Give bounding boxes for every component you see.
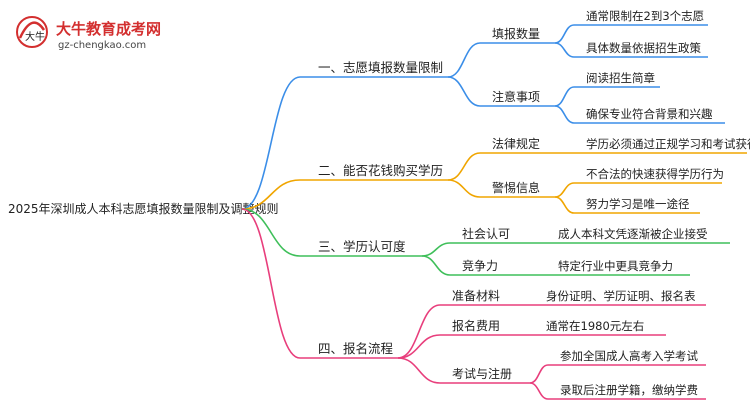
- subtopic-connector: [447, 42, 481, 78]
- leaf-connector: [554, 182, 575, 198]
- leaf-connector: [554, 24, 575, 44]
- logo-url: gz-chengkao.com: [58, 40, 146, 51]
- leaf-topic: 通常限制在2到3个志愿: [586, 9, 704, 23]
- leaf-topic: 成人本科文凭逐渐被企业接受: [558, 227, 708, 241]
- subtopic: 法律规定: [492, 136, 540, 151]
- branch-topic: 三、学历认可度: [318, 239, 406, 254]
- subtopic-connector: [397, 304, 441, 359]
- branch-connector: [241, 208, 301, 257]
- leaf-topic: 特定行业中更具竞争力: [558, 259, 673, 273]
- branch-connector: [241, 208, 301, 359]
- subtopic-connector: [421, 255, 451, 276]
- logo-mark-icon: 大牛: [16, 16, 48, 48]
- leaf-topic: 不合法的快速获得学历行为: [586, 167, 724, 181]
- leaf-connector: [554, 105, 575, 124]
- subtopic-connector: [447, 179, 481, 198]
- subtopic: 考试与注册: [452, 366, 512, 381]
- leaf-connector: [554, 42, 575, 58]
- leaf-topic: 学历必须通过正规学习和考试获得: [586, 137, 750, 151]
- subtopic-connector: [421, 242, 451, 257]
- leaf-connector: [554, 196, 575, 214]
- subtopic: 报名费用: [452, 318, 500, 333]
- branch-topic: 四、报名流程: [318, 341, 394, 356]
- leaf-topic: 努力学习是唯一途径: [586, 197, 690, 211]
- leaf-topic: 确保专业符合背景和兴趣: [586, 107, 713, 121]
- branch-topic: 一、志愿填报数量限制: [318, 60, 443, 75]
- leaf-topic: 阅读招生简章: [586, 71, 655, 85]
- subtopic: 准备材料: [452, 289, 500, 303]
- subtopic-connector: [447, 76, 481, 107]
- branch-connector: [241, 76, 301, 210]
- leaf-topic: 具体数量依据招生政策: [586, 41, 701, 55]
- subtopic-connector: [447, 152, 481, 181]
- logo-title: 大牛教育成考网: [56, 20, 161, 38]
- leaf-connector: [529, 382, 549, 400]
- leaf-connector: [529, 364, 549, 384]
- connector-lines: [241, 24, 747, 400]
- subtopic-connector: [397, 334, 441, 359]
- leaf-topic: 参加全国成人高考入学考试: [560, 349, 698, 363]
- subtopic: 填报数量: [492, 26, 540, 41]
- leaf-topic: 身份证明、学历证明、报名表: [546, 289, 696, 303]
- leaf-connector: [554, 86, 575, 107]
- subtopic-connector: [397, 357, 441, 384]
- subtopic: 竞争力: [462, 259, 498, 273]
- subtopic: 注意事项: [492, 89, 540, 104]
- site-logo: 大牛 大牛教育成考网 gz-chengkao.com: [16, 16, 161, 51]
- logo-mark-text: 大牛: [25, 30, 45, 43]
- subtopic: 警惕信息: [492, 180, 540, 195]
- subtopic: 社会认可: [462, 226, 510, 241]
- branch-connector: [241, 179, 301, 210]
- branch-topic: 二、能否花钱购买学历: [318, 163, 443, 178]
- leaf-topic: 通常在1980元左右: [546, 319, 644, 333]
- leaf-topic: 录取后注册学籍，缴纳学费: [560, 383, 698, 397]
- root-topic: 2025年深圳成人本科志愿填报数量限制及调整规则: [8, 201, 279, 216]
